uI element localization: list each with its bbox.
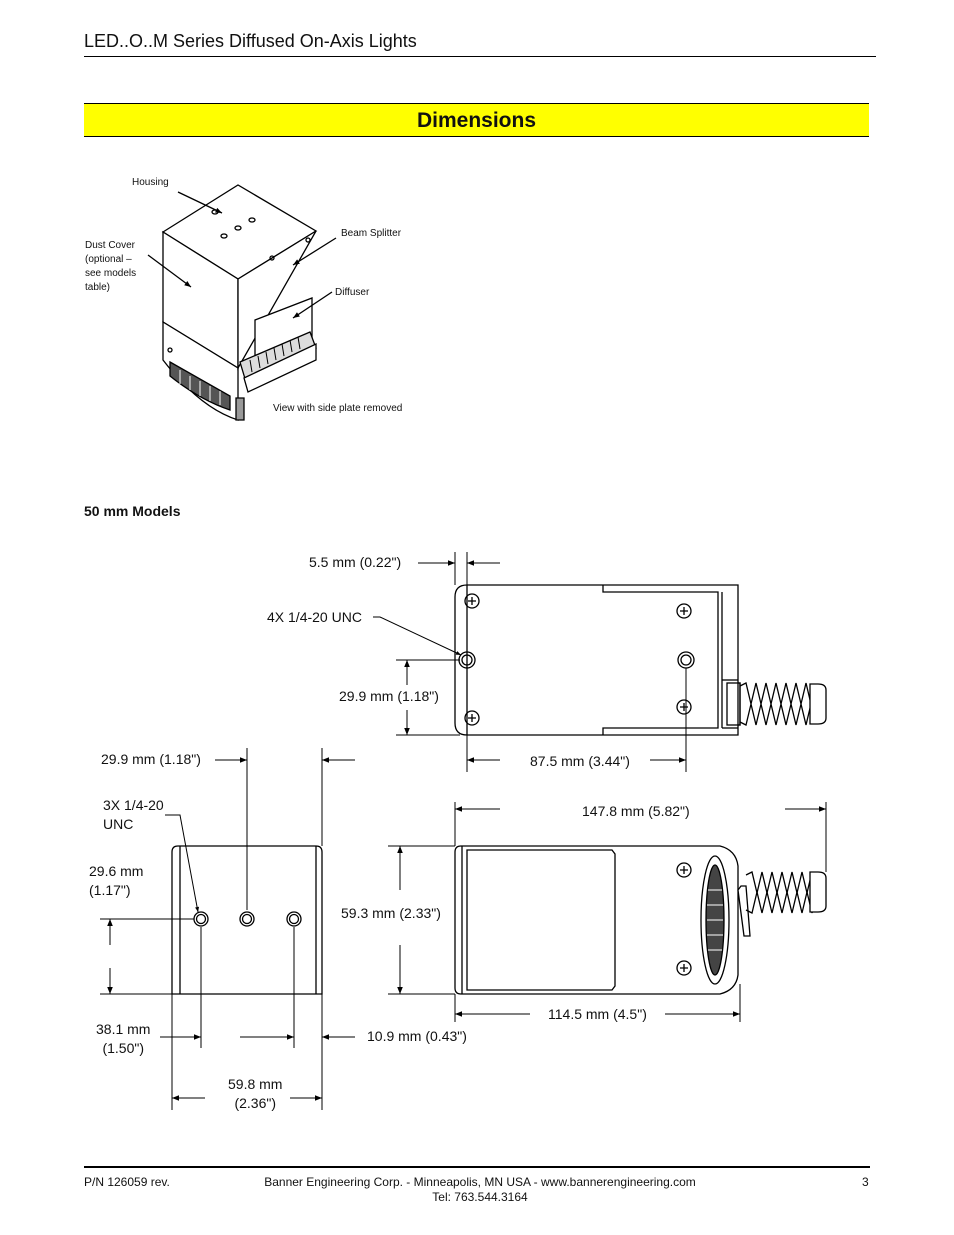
- dim-59-3mm: 59.3 mm (2.33"): [341, 905, 441, 921]
- dim-114-5mm: 114.5 mm (4.5"): [548, 1006, 647, 1022]
- top-view-drawing: [454, 584, 827, 736]
- dim-10-9mm: 10.9 mm (0.43"): [367, 1028, 467, 1044]
- callout-diffuser: Diffuser: [335, 287, 370, 298]
- callout-beam-splitter: Beam Splitter: [341, 228, 402, 239]
- isometric-light-illustration: [147, 184, 337, 421]
- dim-87-5mm: 87.5 mm (3.44"): [530, 753, 630, 769]
- dim-147-8mm: 147.8 mm (5.82"): [582, 803, 690, 819]
- page-header-title: LED..O..M Series Diffused On-Axis Lights: [84, 31, 417, 51]
- side-view-drawing: [454, 845, 827, 995]
- callout-view-note: View with side plate removed: [273, 403, 403, 414]
- dim-5-5mm: 5.5 mm (0.22"): [309, 554, 402, 570]
- footer-part-number: P/N 126059 rev.: [84, 1175, 170, 1189]
- callout-dust-cover: Dust Cover (optional – see models table): [85, 240, 137, 293]
- dim-29-9mm-front: 29.9 mm (1.18"): [101, 751, 201, 767]
- dim-29-6mm: 29.6 mm (1.17"): [89, 863, 144, 898]
- section-title: Dimensions: [416, 109, 537, 132]
- section-banner: Dimensions: [84, 103, 869, 137]
- dim-3x-thread: 3X 1/4-20 UNC: [103, 797, 164, 832]
- models-heading: 50 mm Models: [84, 503, 181, 519]
- footer-page-number: 3: [862, 1175, 869, 1189]
- dim-38-1mm: 38.1 mm (1.50"): [96, 1021, 151, 1056]
- dim-4x-thread: 4X 1/4-20 UNC: [267, 609, 362, 625]
- footer-company: Banner Engineering Corp. - Minneapolis, …: [264, 1175, 696, 1189]
- footer-divider: [84, 1166, 870, 1168]
- screw-heads: [464, 593, 692, 726]
- dim-59-8mm: 59.8 mm (2.36"): [228, 1076, 283, 1111]
- callout-housing: Housing: [132, 177, 169, 188]
- header-divider: [84, 56, 876, 57]
- dim-29-9mm-side: 29.9 mm (1.18"): [339, 688, 439, 704]
- footer-telephone: Tel: 763.544.3164: [432, 1190, 528, 1204]
